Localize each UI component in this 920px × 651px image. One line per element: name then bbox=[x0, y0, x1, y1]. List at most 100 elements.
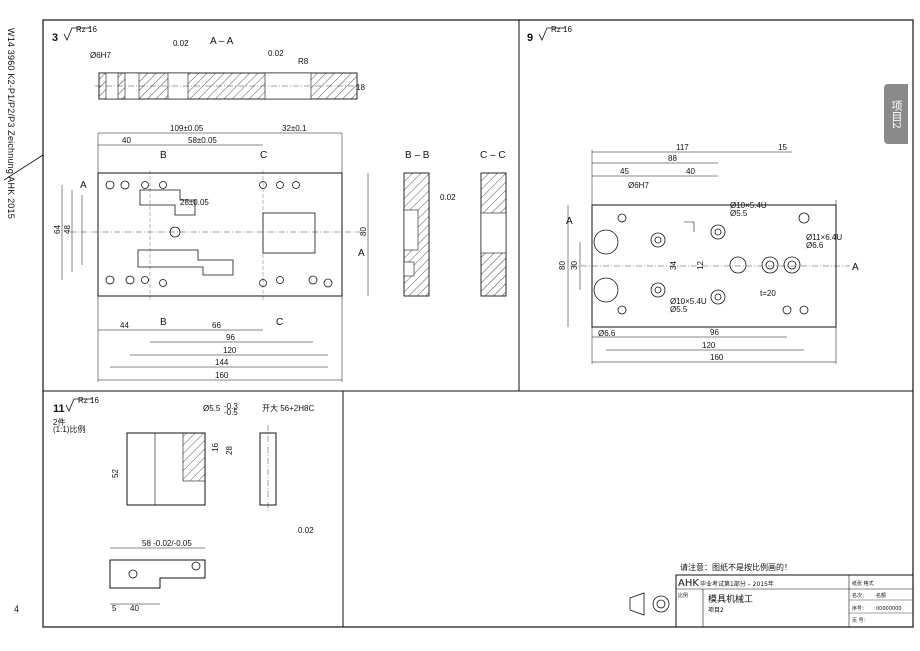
label-d66: Ø6.6 bbox=[598, 329, 616, 338]
cut-c-bottom: C bbox=[276, 317, 283, 328]
label-hole-cb: Ø10×5.4U bbox=[730, 201, 767, 210]
dim-88: 88 bbox=[668, 154, 677, 163]
cut-b-top: B bbox=[160, 150, 167, 161]
plan-view-3: 64 48 80 109±0.05 32±0.1 40 58±0.05 28±0… bbox=[53, 124, 369, 382]
dim-40: 40 bbox=[122, 136, 131, 145]
section-aa: Ø6H7 0.02 0.02 R8 18 bbox=[90, 39, 365, 100]
sheet-border bbox=[42, 19, 914, 628]
dim-64: 64 bbox=[53, 225, 62, 234]
dim-120: 120 bbox=[702, 341, 716, 350]
panel-number: 9 bbox=[527, 32, 533, 44]
panel-9: 9 Rz 16 117 15 88 45 40 Ø6H bbox=[527, 25, 859, 364]
project-tab[interactable]: 项目2 bbox=[884, 84, 908, 144]
tol-upper: -0.3 bbox=[224, 402, 238, 411]
dim-12: 12 bbox=[696, 261, 705, 270]
dim-96: 96 bbox=[226, 333, 235, 342]
rank-value: 名额 bbox=[876, 592, 886, 599]
dim-117: 117 bbox=[676, 143, 689, 152]
label-hole-3b: Ø5.5 bbox=[670, 305, 688, 314]
note-qty: 2件 bbox=[53, 417, 65, 427]
surface-roughness: Rz 16 bbox=[78, 396, 99, 405]
dim-120: 120 bbox=[223, 346, 237, 355]
exam-name: 毕业考试第1部分 – 2015年 bbox=[700, 580, 774, 588]
org-name: AHK bbox=[678, 578, 699, 589]
dim-52: 52 bbox=[111, 469, 120, 478]
tol-lower: -0.5 bbox=[224, 408, 238, 417]
dim-144: 144 bbox=[215, 358, 229, 367]
thickness: t=20 bbox=[760, 289, 776, 298]
label-hole-cb-b: Ø5.5 bbox=[730, 209, 748, 218]
label-d6h7: Ø6H7 bbox=[628, 181, 649, 190]
projection-symbol-icon bbox=[629, 592, 670, 616]
sheet-format: 纸张 格式 bbox=[852, 580, 874, 587]
section-cc-title: C – C bbox=[480, 150, 506, 161]
dim-58: 58 -0.02/-0.05 bbox=[142, 539, 192, 548]
dim-5: 5 bbox=[112, 604, 117, 613]
panel-3: 3 Rz 16 A – A Ø6H7 0.02 0.02 R8 18 bbox=[52, 25, 507, 382]
rank-label: 名次： bbox=[852, 592, 867, 599]
title-block: 请注意：图纸不是按比例画的！ AHK 毕业考试第1部分 – 2015年 比例 模… bbox=[629, 562, 914, 628]
dim-58: 58±0.05 bbox=[188, 136, 217, 145]
label-flat-aa-2: 0.02 bbox=[268, 49, 284, 58]
surface-roughness: Rz 16 bbox=[76, 25, 97, 34]
label-flat-aa: 0.02 bbox=[173, 39, 189, 48]
top-view bbox=[109, 559, 206, 589]
dim-80: 80 bbox=[359, 227, 368, 236]
dim-40: 40 bbox=[130, 604, 139, 613]
section-cc bbox=[480, 172, 507, 297]
title-note: 请注意：图纸不是按比例画的！ bbox=[680, 562, 792, 572]
panel-number: 3 bbox=[52, 32, 58, 44]
dim-96: 96 bbox=[710, 328, 719, 337]
dim-80: 80 bbox=[558, 261, 567, 270]
dim-160: 160 bbox=[710, 353, 724, 362]
label-18: 18 bbox=[356, 83, 365, 92]
dim-32: 32±0.1 bbox=[282, 124, 307, 133]
dim-66: 66 bbox=[212, 321, 221, 330]
cut-a-right: A bbox=[358, 248, 365, 259]
cut-a-left-9: A bbox=[566, 216, 573, 227]
no-label: 序号： bbox=[852, 605, 867, 612]
label-r8: R8 bbox=[298, 57, 309, 66]
dim-160: 160 bbox=[215, 371, 229, 380]
label-note: 开大 56+2H8C bbox=[262, 403, 314, 413]
section-aa-title: A – A bbox=[210, 36, 234, 47]
panel-number: 11 bbox=[53, 403, 65, 415]
project-name: 项目2 bbox=[708, 607, 724, 614]
side-note: W14 3960 K2-P1/P2/P3 Zeichnung AHK 2015 bbox=[6, 28, 16, 219]
scale-label: 比例 bbox=[678, 592, 688, 599]
dim-16: 16 bbox=[211, 443, 220, 452]
note-scale: (1:1)比例 bbox=[53, 424, 85, 434]
surface-symbol-icon bbox=[65, 398, 92, 412]
bb-flat: 0.02 bbox=[440, 193, 456, 202]
label-hole-3: Ø10×5.4U bbox=[670, 297, 707, 306]
dim-109: 109±0.05 bbox=[170, 124, 204, 133]
cut-a-left: A bbox=[80, 180, 87, 191]
dim-45: 45 bbox=[620, 167, 629, 176]
dim-28: 28±0.05 bbox=[180, 198, 209, 207]
label-hole-2b: Ø6.6 bbox=[806, 241, 824, 250]
panel-11: 11 Rz 16 2件 (1:1)比例 Ø5.5 -0.3 -0.5 开大 56… bbox=[53, 396, 314, 613]
dim-28: 28 bbox=[225, 446, 234, 455]
surface-roughness: Rz 16 bbox=[551, 25, 572, 34]
dim-30: 30 bbox=[570, 261, 579, 270]
cut-b-bottom: B bbox=[160, 317, 167, 328]
label-d55: Ø5.5 bbox=[203, 404, 221, 413]
section-bb-title: B – B bbox=[405, 150, 430, 161]
dim-34: 34 bbox=[669, 261, 678, 270]
section-bb: 0.02 bbox=[403, 172, 456, 297]
label-hole-2: Ø11×6.4U bbox=[806, 233, 842, 242]
cut-c-top: C bbox=[260, 150, 267, 161]
dim-48: 48 bbox=[63, 225, 72, 234]
label-d6h7: Ø6H7 bbox=[90, 51, 111, 60]
surface-symbol-icon bbox=[63, 27, 90, 41]
dim-40: 40 bbox=[686, 167, 695, 176]
page-number: 4 bbox=[14, 604, 20, 614]
page-label: 页 号： bbox=[852, 618, 869, 624]
no-value: 00000000 bbox=[876, 606, 901, 612]
surface-symbol-icon bbox=[538, 27, 565, 41]
dim-44: 44 bbox=[120, 321, 129, 330]
drawing-title: 模具机械工 bbox=[708, 593, 753, 605]
flat-002: 0.02 bbox=[298, 526, 314, 535]
cut-a-right-9: A bbox=[852, 262, 859, 273]
